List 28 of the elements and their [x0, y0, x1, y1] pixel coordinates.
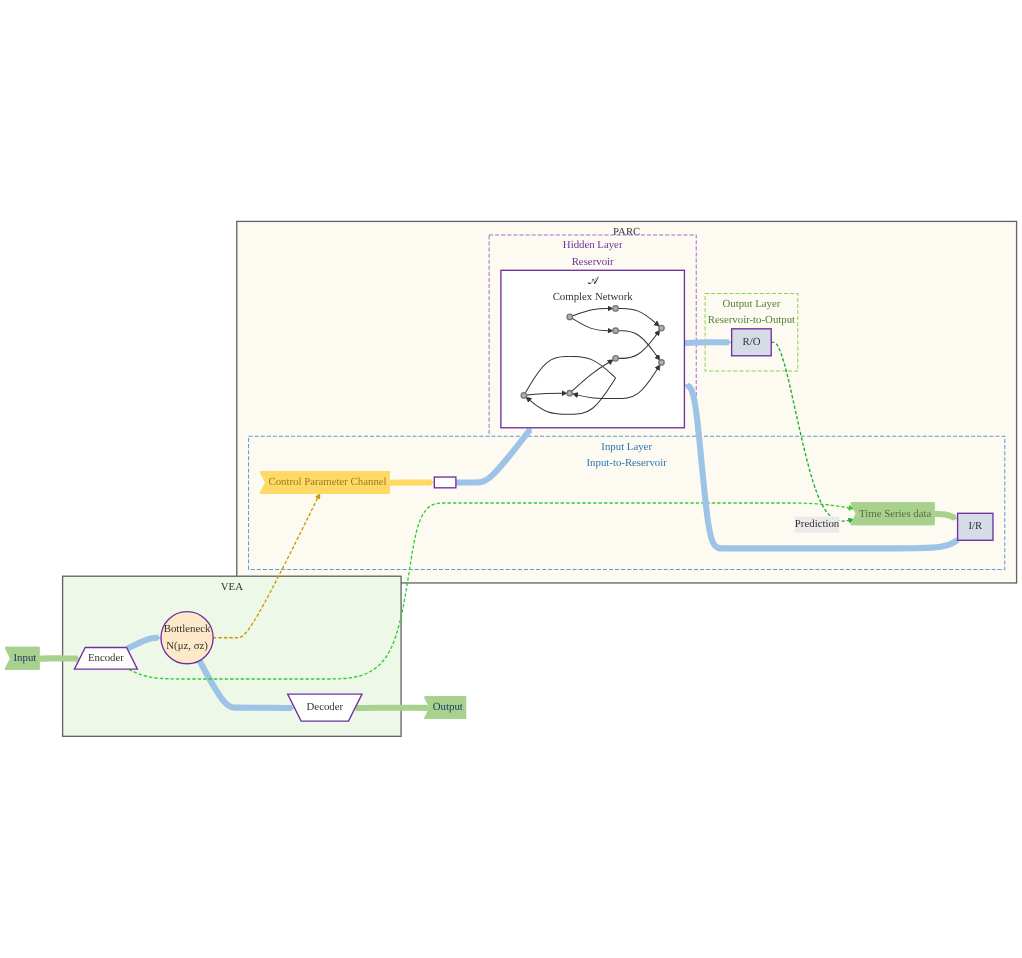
arrow	[572, 364, 661, 400]
arrow	[524, 356, 617, 415]
arrow	[571, 305, 614, 317]
arrow	[571, 317, 614, 334]
arrow	[355, 704, 431, 712]
node-circle	[612, 305, 619, 312]
arrow	[455, 427, 533, 486]
arrow	[38, 655, 81, 662]
node-circle	[566, 389, 574, 397]
node-circle	[566, 313, 574, 321]
arrow	[196, 659, 295, 712]
arrow	[617, 308, 660, 327]
arrow	[388, 479, 435, 486]
arrow	[770, 341, 855, 524]
arrow	[128, 502, 855, 680]
node-circle	[658, 359, 665, 366]
arrow	[125, 634, 162, 652]
node-circle	[612, 327, 619, 335]
node-circle	[612, 355, 619, 362]
arrow	[571, 359, 614, 392]
arrow	[683, 339, 732, 347]
node-circle	[520, 392, 528, 399]
arrow	[212, 493, 321, 639]
node-box	[433, 476, 457, 489]
node-circle	[658, 324, 665, 332]
arrow	[526, 390, 568, 397]
arrow	[933, 511, 958, 521]
arrow	[684, 383, 960, 552]
